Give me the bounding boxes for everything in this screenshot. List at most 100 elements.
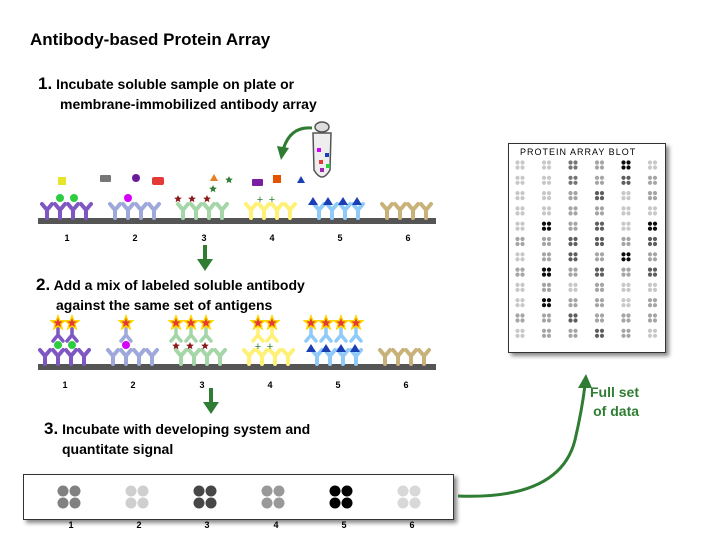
blot-dot: [621, 180, 626, 185]
signal-spot-4: [273, 485, 285, 497]
tube-content: [325, 153, 329, 157]
antibody-stem: [79, 202, 93, 220]
blot-dot: [621, 226, 626, 231]
blot-dot: [546, 175, 552, 180]
blot-dot: [568, 196, 573, 201]
blot-dot: [520, 160, 525, 165]
free-antigen-green-star: [209, 185, 217, 193]
blot-dot: [515, 226, 520, 231]
row1-antibody-6-3: [406, 202, 420, 220]
row1-antibody-4-2: [257, 202, 271, 220]
row2-antibody-1-4: [77, 348, 91, 366]
blot-dot: [546, 333, 552, 338]
blot-dot: [573, 196, 578, 201]
full-set-line1: Full set: [590, 384, 640, 400]
curved-arrow-head: [277, 146, 289, 160]
blot-dot: [599, 226, 605, 231]
blot-dot: [573, 318, 578, 323]
signal-spot-2: [125, 485, 137, 497]
antibody-stem: [213, 348, 227, 366]
star-icon: [317, 313, 335, 331]
blot-dot: [594, 298, 600, 303]
blot-dot: [647, 165, 653, 170]
blot-dot: [520, 333, 525, 338]
antibody-stem: [325, 202, 339, 220]
antibody-stem: [255, 348, 269, 366]
antibody-stem: [257, 202, 271, 220]
blot-dot: [541, 282, 547, 287]
blot-dot: [621, 236, 626, 242]
blot-dot: [599, 313, 605, 318]
blot-dot: [568, 180, 573, 185]
blot-dot: [541, 252, 547, 257]
blot-dot: [594, 180, 600, 185]
antibody-stem: [312, 202, 326, 220]
blot-dot: [621, 257, 626, 262]
star-icon: [63, 313, 81, 331]
blot-dot: [626, 272, 631, 277]
blot-dot: [621, 318, 626, 323]
antibody-stem: [189, 202, 203, 220]
antigen-green-circle: [68, 341, 76, 349]
row1-antibody-3-3: [202, 202, 216, 220]
blot-dot: [515, 206, 520, 211]
blot-dot: [647, 252, 653, 257]
blot-dot: [541, 267, 547, 272]
antibody-stem: [404, 348, 418, 366]
blot-dot: [599, 221, 605, 226]
blot-dot: [626, 257, 631, 262]
blot-dot: [568, 267, 573, 272]
antibody-stem: [132, 348, 146, 366]
row2-label-2: 2: [130, 380, 136, 390]
blot-dot: [515, 303, 520, 308]
blot-dot: [652, 180, 658, 185]
antigen-plus: +: [257, 194, 263, 206]
row2-antibody-4-4: [281, 348, 295, 366]
blot-dot: [647, 328, 653, 333]
antigen-dark-star: [188, 195, 196, 203]
blot-title: PROTEIN ARRAY BLOT: [520, 147, 637, 157]
antibody-stem: [406, 202, 420, 220]
blot-dot: [652, 191, 658, 196]
row1-antibody-6-2: [393, 202, 407, 220]
row3-label-5: 5: [341, 520, 347, 530]
signal-spot-1: [57, 497, 69, 509]
blot-dot: [573, 175, 578, 180]
antibody-stem: [268, 348, 282, 366]
free-antigen-yellow-square: [58, 177, 66, 185]
signal-spot-4: [261, 497, 273, 509]
row2-antibody-3-2: [187, 348, 201, 366]
row2-antibody-2-1: [106, 348, 120, 366]
blot-dot: [599, 328, 605, 333]
blot-dot: [546, 313, 552, 318]
blot-dot: [652, 318, 658, 323]
arrow-down-icon: [209, 388, 213, 404]
antigen-blue-triangle: [308, 197, 318, 205]
antibody-stem: [242, 348, 256, 366]
blot-dot: [568, 318, 573, 323]
blot-dot: [515, 287, 520, 292]
row2-antibody-2-4: [145, 348, 159, 366]
blot-dot: [515, 236, 520, 242]
antibody-stem: [51, 348, 65, 366]
blot-dot: [573, 221, 578, 226]
blot-dot: [626, 180, 631, 185]
free-antigen-purple-circle: [132, 174, 140, 182]
blot-dot: [573, 287, 578, 292]
blot-dot: [594, 287, 600, 292]
blot-dot: [520, 303, 525, 308]
blot-dot: [568, 257, 573, 262]
blot-dot: [626, 221, 631, 226]
blot-dot: [621, 287, 626, 292]
blot-dot: [520, 175, 525, 180]
blot-dot: [652, 226, 658, 231]
blot-dot: [599, 282, 605, 287]
antigen-dark-star: [201, 342, 209, 350]
blot-dot: [573, 282, 578, 287]
blot-dot: [599, 303, 605, 308]
blot-dot: [520, 272, 525, 277]
blot-dot: [546, 236, 552, 242]
blot-dot: [546, 252, 552, 257]
blot-dot: [515, 252, 520, 257]
blot-dot: [647, 303, 653, 308]
